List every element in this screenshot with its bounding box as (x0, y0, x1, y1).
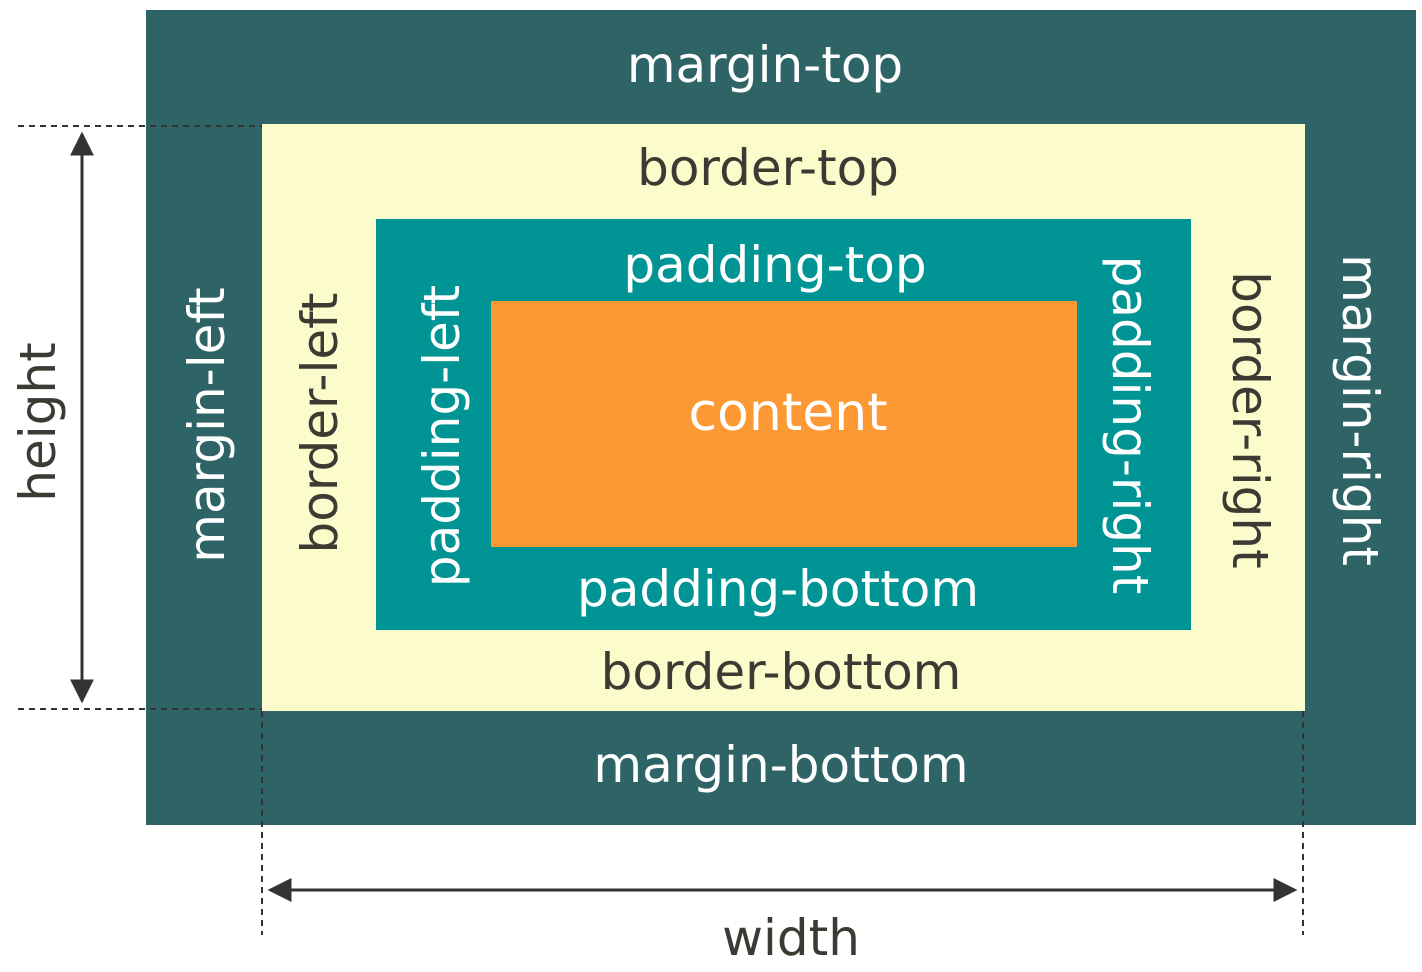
content-area (491, 301, 1077, 547)
margin-right-label: margin-right (1331, 254, 1389, 566)
padding-left-label: padding-left (413, 284, 471, 588)
border-top-label: border-top (637, 139, 899, 197)
border-bottom-label: border-bottom (600, 643, 962, 701)
border-right-label: border-right (1221, 271, 1279, 569)
margin-top-label: margin-top (626, 36, 904, 94)
padding-right-label: padding-right (1101, 255, 1159, 595)
width-label: width (722, 909, 860, 967)
margin-left-label: margin-left (178, 287, 236, 563)
height-label: height (9, 342, 67, 502)
margin-bottom-label: margin-bottom (593, 736, 969, 794)
content-label: content (688, 383, 888, 443)
padding-bottom-label: padding-bottom (576, 560, 980, 618)
border-left-label: border-left (291, 292, 349, 554)
padding-top-label: padding-top (623, 236, 927, 294)
